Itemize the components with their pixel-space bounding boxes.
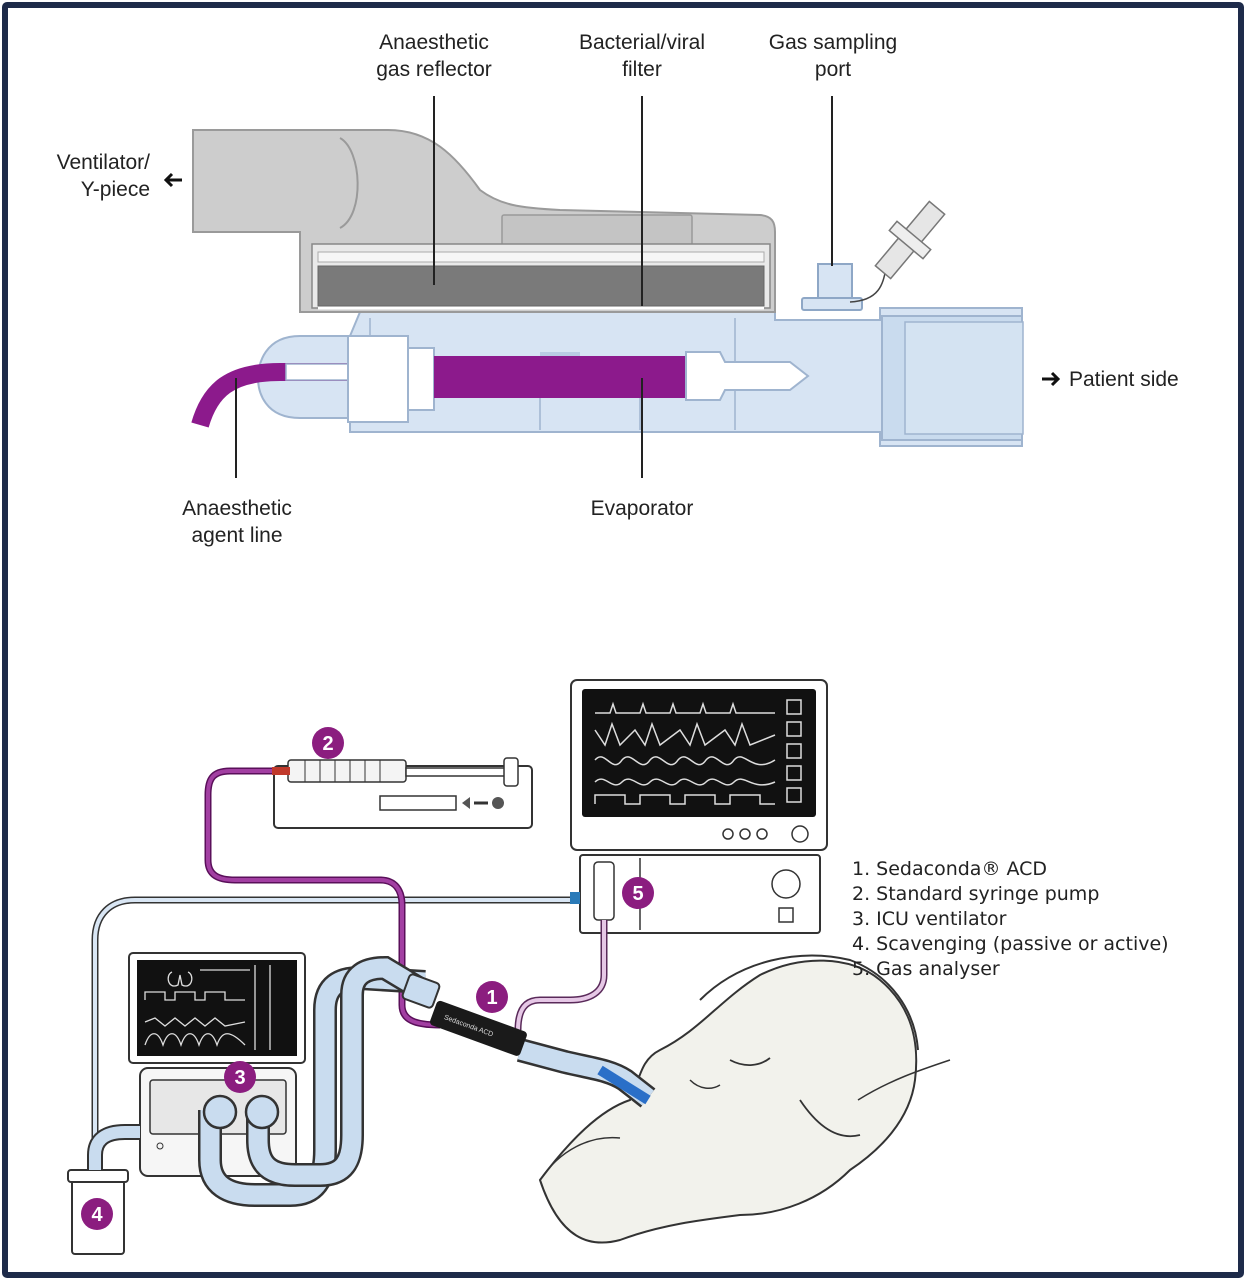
- legend-item-5: 5. Gas analyser: [852, 958, 1000, 980]
- svg-text:3: 3: [234, 1067, 245, 1089]
- svg-text:5: 5: [632, 883, 643, 905]
- label-reflector-line2: gas reflector: [376, 58, 492, 81]
- ventilator-screen: [128, 952, 306, 1064]
- label-agent-line-2: agent line: [191, 524, 282, 547]
- label-filter-line2: filter: [622, 58, 662, 81]
- gas-sampling-port: [817, 263, 853, 299]
- svg-text:1: 1: [486, 987, 497, 1009]
- gas-reflector: [317, 265, 765, 307]
- marker-3: [224, 1061, 256, 1093]
- marker-4: [81, 1198, 113, 1230]
- label-sampling-line1: Gas sampling: [769, 31, 897, 54]
- markers: 1 2 3 4 5: [81, 727, 654, 1230]
- label-patient-side: Patient side: [1069, 368, 1179, 391]
- svg-text:2: 2: [322, 733, 333, 755]
- label-ventilator-line1: Ventilator/: [57, 151, 151, 174]
- label-evaporator: Evaporator: [591, 497, 694, 520]
- marker-2: [312, 727, 344, 759]
- patient-monitor: [570, 679, 828, 851]
- legend-item-3: 3. ICU ventilator: [852, 908, 1007, 930]
- acd-cross-section: [191, 129, 1024, 447]
- arrow-right-icon: [1042, 371, 1061, 387]
- svg-text:4: 4: [91, 1204, 103, 1226]
- legend: 1. Sedaconda® ACD 2. Standard syringe pu…: [852, 858, 1169, 980]
- legend-item-1: 1. Sedaconda® ACD: [852, 858, 1047, 880]
- evaporator: [434, 356, 686, 398]
- marker-5: [622, 877, 654, 909]
- legend-item-4: 4. Scavenging (passive or active): [852, 933, 1169, 955]
- arrow-left-icon: [163, 172, 182, 188]
- leader-lines: [235, 96, 833, 478]
- syringe-pump: [272, 757, 533, 829]
- patient-illustration: [538, 954, 951, 1244]
- tubing: [87, 767, 608, 1207]
- marker-1: [476, 981, 508, 1013]
- label-ventilator-line2: Y-piece: [81, 178, 150, 201]
- label-filter-line1: Bacterial/viral: [579, 31, 705, 54]
- agent-line-tube: [191, 363, 350, 428]
- label-reflector-line1: Anaesthetic: [379, 31, 489, 54]
- label-sampling-line2: port: [815, 58, 851, 81]
- sampling-cap: [874, 200, 946, 280]
- gas-analyser: [570, 854, 821, 934]
- legend-item-2: 2. Standard syringe pump: [852, 883, 1099, 905]
- label-agent-line-1: Anaesthetic: [182, 497, 292, 520]
